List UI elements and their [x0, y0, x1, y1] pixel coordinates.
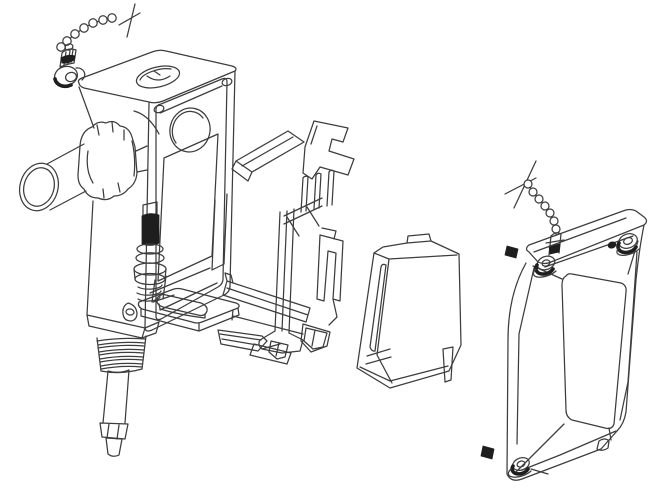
plate-slot-depth — [159, 304, 205, 318]
spring-coils — [134, 269, 166, 302]
rim-gasket-groove — [156, 78, 227, 319]
top-port-detail — [140, 69, 171, 80]
rim-corner-arc — [134, 111, 159, 134]
hub-end-inner — [19, 164, 59, 210]
module-outline — [357, 234, 461, 388]
housing-top-face — [78, 50, 236, 103]
chain-bead — [552, 225, 560, 233]
plug-boss — [76, 68, 85, 80]
plug-face — [65, 71, 78, 82]
left-wall-edge — [79, 87, 94, 315]
clip-arm — [317, 228, 343, 301]
chain-bead — [57, 43, 65, 51]
left-bead-chain — [57, 4, 140, 51]
chain-bead — [535, 195, 543, 203]
hub-end — [14, 159, 64, 216]
screw-shaft — [607, 241, 617, 249]
clip-hook — [303, 121, 354, 179]
cap-dark-band — [61, 55, 75, 63]
clip-arm-hook — [301, 299, 337, 352]
chain-bead — [524, 180, 532, 188]
carrier-clip — [232, 121, 354, 364]
ear-hole — [126, 308, 135, 315]
switch-module — [357, 234, 461, 388]
chain-bead — [529, 188, 537, 196]
chain-bead — [541, 202, 549, 210]
main-housing — [14, 50, 239, 456]
captive-screw-top-left — [533, 254, 556, 277]
module-edges — [360, 241, 457, 383]
stem-hex — [100, 423, 128, 439]
cover-raised-panel — [562, 274, 626, 429]
interior-wall-lines — [150, 194, 227, 302]
cover-top-bar — [527, 210, 647, 264]
cover-side-nub — [481, 446, 494, 459]
clip-braces — [284, 198, 322, 236]
probe-stem — [103, 370, 129, 423]
cover-side-nub — [505, 246, 518, 258]
top-port-hole — [134, 62, 181, 91]
chain-bead — [546, 209, 554, 217]
chain-bead — [99, 16, 107, 24]
chain-anchor-band — [549, 244, 560, 254]
chain-bead — [108, 14, 116, 22]
clip-rail — [232, 131, 304, 181]
snap-foot — [304, 328, 327, 349]
retainer-bar — [223, 273, 310, 322]
knurled-hub-nut — [78, 122, 137, 200]
module-strip-inset — [366, 264, 391, 364]
clip-prongs — [301, 170, 334, 212]
chain-bead — [550, 217, 558, 225]
captive-plug — [53, 43, 85, 88]
retainer-wedge — [218, 330, 267, 351]
interior-bore-inner — [172, 111, 203, 143]
retainer-bracket — [218, 273, 327, 359]
mounting-ear — [123, 303, 137, 321]
conduit-hub — [47, 144, 86, 210]
rim-groove-inner — [160, 86, 222, 310]
retainer-rod — [232, 310, 303, 334]
cover-chamfer-creases — [516, 236, 638, 472]
mounting-plate-thickness — [141, 308, 239, 331]
plug-knurl-ring — [55, 79, 71, 86]
interior-recess — [158, 134, 218, 281]
chain-break-mark — [119, 4, 140, 37]
plate-slot — [157, 295, 207, 316]
rim-screw-hole — [153, 104, 165, 114]
plunger-dark-band — [142, 214, 159, 246]
rim-outline — [145, 71, 235, 331]
cover-assembly — [481, 161, 647, 480]
captive-screw-bottom-left — [508, 455, 548, 477]
threaded-fitting — [97, 336, 146, 373]
captive-screw-top-right — [607, 231, 639, 255]
chain-bead — [89, 19, 97, 27]
cover-corner-hook — [597, 439, 609, 450]
cover-outline — [507, 225, 644, 480]
chain-bead — [71, 30, 79, 38]
chain-bead — [80, 24, 88, 32]
rim-screw-hole — [221, 77, 233, 87]
bottom-collar — [87, 315, 159, 338]
stem-tip — [106, 438, 122, 456]
clip-column — [275, 209, 294, 333]
module-side-tab — [443, 347, 453, 382]
snap-foot — [269, 341, 288, 359]
hub-nut-detail — [87, 122, 147, 198]
plunger-ring — [137, 244, 163, 254]
chain-loop — [64, 43, 74, 51]
interior-bore — [166, 104, 214, 155]
